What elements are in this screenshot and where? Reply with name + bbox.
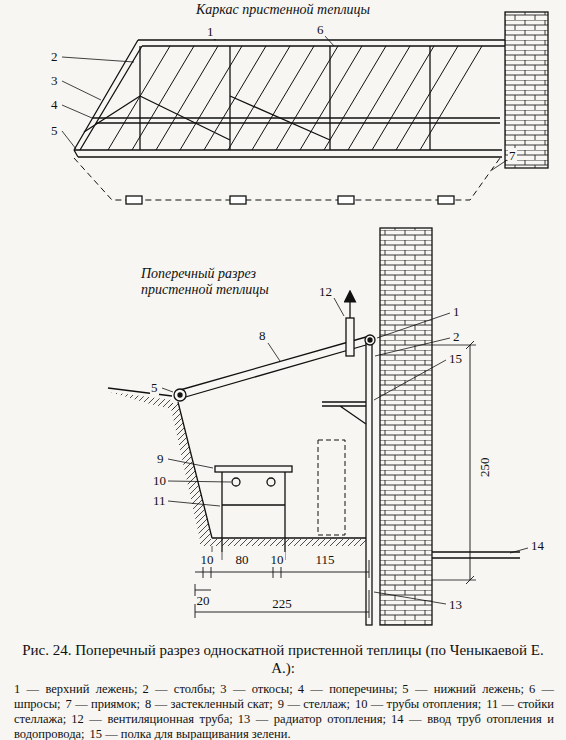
key-item: 3 — откосы; — [220, 682, 292, 696]
callout-number: 1 — [452, 304, 461, 319]
callout-number: 7 — [508, 148, 517, 163]
rafter-stroke — [276, 46, 338, 150]
rafter-stroke — [252, 46, 314, 150]
rafter-stroke — [348, 46, 410, 150]
key-item: 15 — полка для выращивания зелени. — [90, 727, 291, 740]
callout-number: 4 — [50, 97, 59, 112]
rafter-stroke — [300, 46, 362, 150]
rafter-stroke — [156, 46, 218, 150]
key-item: 10 — трубы отопления; — [355, 697, 481, 711]
rafter-stroke — [228, 46, 290, 150]
figure-caption: Рис. 24. Поперечный разрез односкатной п… — [20, 641, 546, 677]
rafter-stroke — [180, 46, 242, 150]
rafter-stroke — [372, 46, 434, 150]
callout-number: 115 — [314, 552, 335, 567]
key-item: 1 — верхний лежень; — [14, 682, 137, 696]
callout-number: 10 — [200, 552, 215, 567]
view-title: Каркас пристенной теплицы — [195, 2, 371, 18]
callout-number: 10 — [152, 473, 167, 488]
callout-number: 6 — [316, 22, 325, 37]
callout-number: 11 — [152, 493, 167, 508]
view-title: Поперечный разрез пристенной теплицы — [140, 266, 292, 298]
parts-key: 1 — верхний лежень; 2 — столбы; 3 — откосы… — [14, 682, 554, 740]
rafter-stroke — [420, 46, 482, 150]
key-item: 5 — нижний лежень; — [402, 682, 524, 696]
callout-number: 2 — [452, 329, 461, 344]
key-item: 7 — приямок; — [66, 697, 141, 711]
key-item: 4 — поперечины; — [298, 682, 398, 696]
callout-number: 10 — [270, 552, 285, 567]
callout-number: 20 — [196, 593, 211, 608]
rafter-stroke — [108, 46, 170, 150]
callout-number: 8 — [258, 328, 267, 343]
callout-number: 14 — [530, 538, 545, 553]
rafter-stroke — [396, 46, 458, 150]
callout-number: 5 — [150, 380, 159, 395]
key-item: 8 — застекленный скат; — [145, 697, 273, 711]
rafter-stroke — [132, 46, 194, 150]
rafter-stroke — [204, 46, 266, 150]
key-item: 9 — стеллаж; — [278, 697, 350, 711]
callout-number: 3 — [50, 73, 59, 88]
rafter-stroke — [324, 46, 386, 150]
callout-number: 250 — [477, 457, 492, 479]
key-item: 2 — столбы; — [142, 682, 215, 696]
key-item: 13 — радиатор отопления; — [238, 712, 386, 726]
callout-number: 80 — [235, 552, 250, 567]
callout-number: 2 — [50, 49, 59, 64]
key-item: 12 — вентиляционная труба; — [71, 712, 232, 726]
callout-number: 12 — [318, 284, 333, 299]
callout-number: 9 — [156, 451, 165, 466]
callout-number: 1 — [206, 24, 215, 39]
callout-number: 13 — [448, 597, 463, 612]
callout-number: 15 — [448, 351, 463, 366]
callout-number: 225 — [271, 596, 293, 611]
callout-number: 5 — [50, 123, 59, 138]
